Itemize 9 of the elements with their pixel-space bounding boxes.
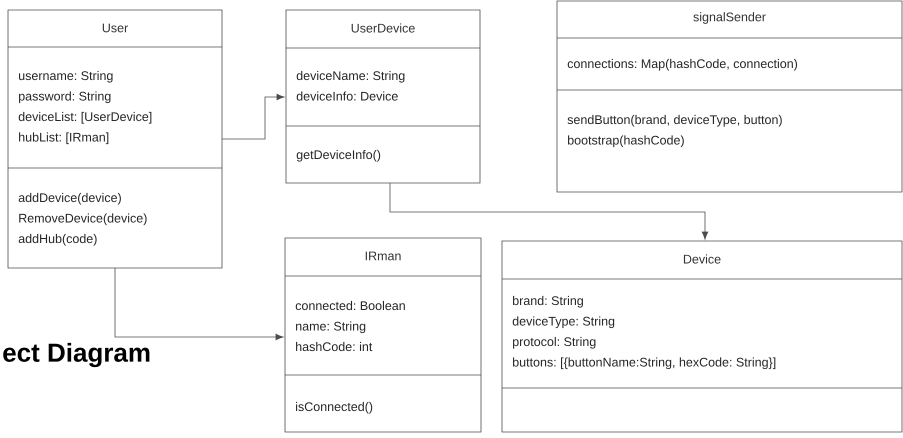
class-box: IRman connected: Boolean name: String hashCode: int isConnected() (284, 238, 482, 432)
class-box: UserDevice deviceName: String deviceInfo: Device getDeviceInfo() (286, 10, 480, 184)
arrow (390, 183, 708, 240)
arrow (222, 94, 284, 140)
class-box: User username: String password: String deviceList: [UserDevice] hubList: [IRman] addDevice(device) RemoveDevice(device) addHub(code) (8, 10, 222, 268)
diagram-title: ect Diagram (3, 342, 150, 368)
arrow (114, 268, 284, 340)
class-box: Device brand: String deviceType: String protocol: String buttons: [{buttonName:String, hexCode: String}] (502, 240, 902, 432)
class-box: signalSender connections: Map(hashCode, connection) sendButton(brand, deviceType, button) bootstrap(hashCode) (556, 0, 902, 192)
